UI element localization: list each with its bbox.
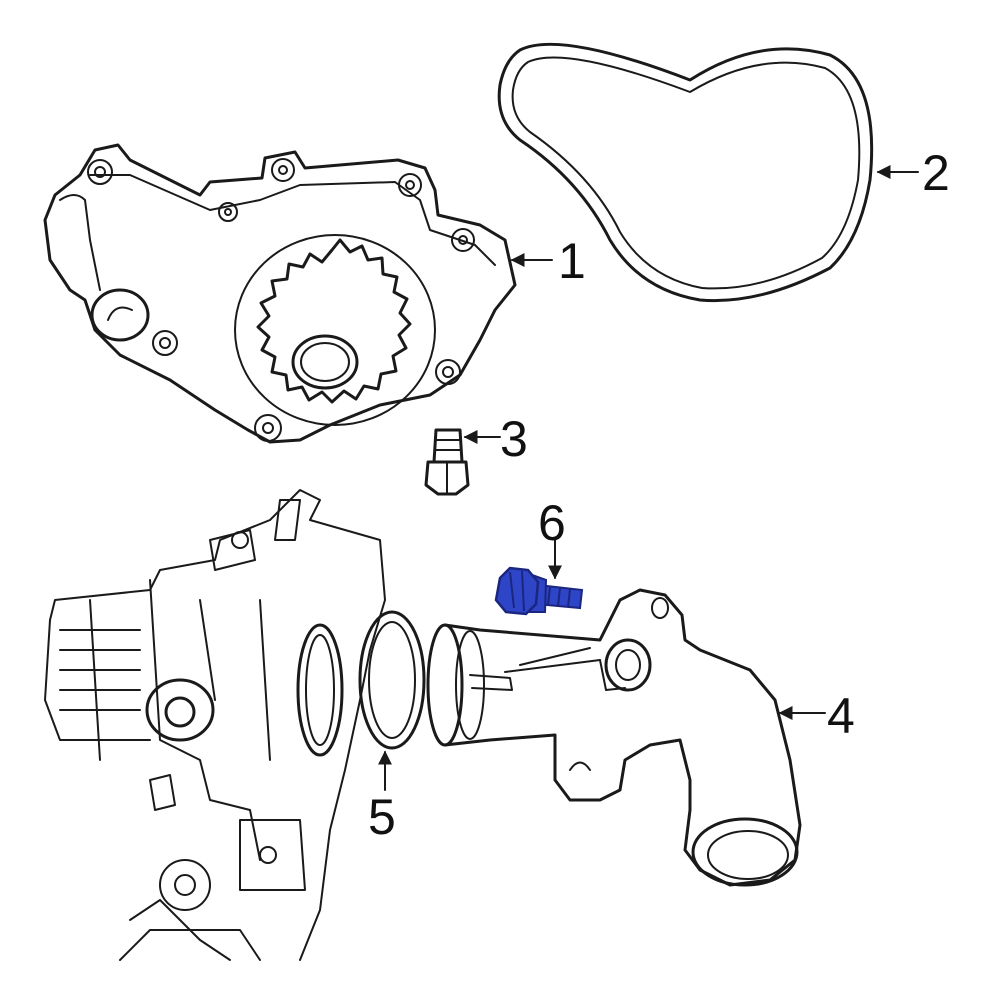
callout-4: 4 [827, 688, 855, 744]
water-inlet-tube[interactable] [426, 588, 802, 887]
callout-5: 5 [368, 789, 396, 845]
pump-mounting-bolt[interactable] [424, 428, 470, 496]
engine-block-outline [44, 489, 386, 961]
o-ring-seal[interactable] [358, 610, 426, 750]
inlet-tube-bolt[interactable] [494, 566, 584, 616]
callout-1: 1 [558, 233, 586, 289]
callout-6: 6 [538, 495, 566, 551]
water-pump[interactable] [43, 143, 517, 444]
water-pump-gasket[interactable] [497, 42, 874, 303]
callout-3: 3 [500, 411, 528, 467]
callout-2: 2 [922, 145, 950, 201]
